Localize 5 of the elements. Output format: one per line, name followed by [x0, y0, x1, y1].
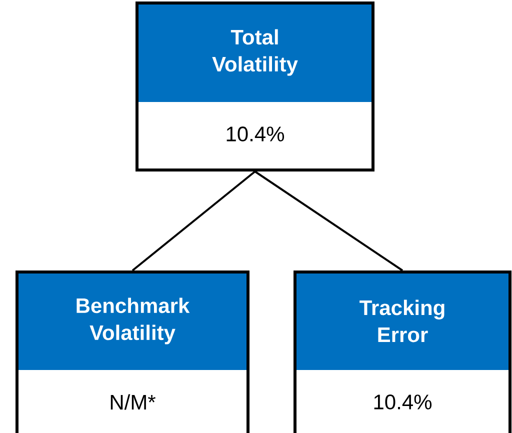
box: Benchmark Volatility N/M*	[16, 270, 250, 433]
connector-line	[132, 170, 256, 272]
connector-line	[254, 170, 404, 272]
box: Tracking Error 10.4%	[294, 270, 512, 433]
box: Total Volatility 10.4%	[136, 2, 374, 172]
